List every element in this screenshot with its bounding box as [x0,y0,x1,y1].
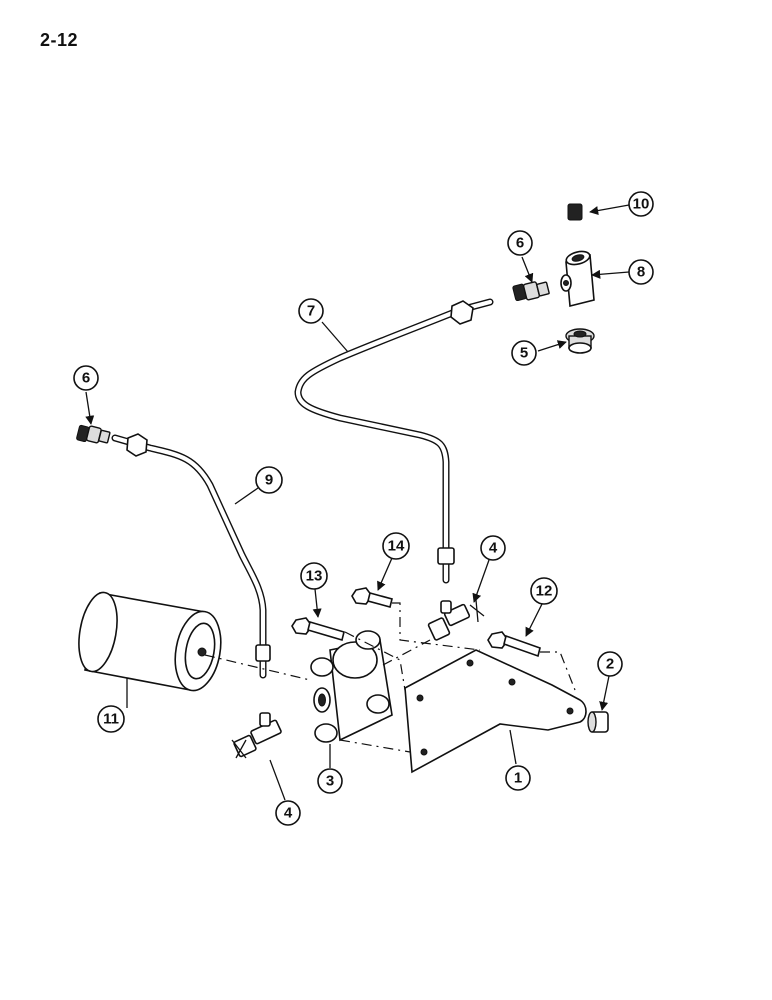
fuel-pipe-10 [111,433,271,679]
callout-4-upper: 4 [480,535,506,561]
callout-6-right: 6 [507,230,533,256]
callout-label: 6 [516,235,524,252]
callout-label: 5 [520,345,528,362]
mounting-bracket-1 [404,649,587,774]
callout-label: 1 [514,770,522,787]
callout-5: 5 [511,340,537,366]
callout-9: 10 [628,191,654,217]
tee-fitting-8 [560,250,595,308]
callout-label: 6 [82,370,90,387]
callout-label: 13 [306,568,323,585]
callout-8: 8 [628,259,654,285]
callout-label: 9 [265,472,273,489]
bolt-13 [351,587,393,608]
callout-label: 4 [284,805,293,822]
callout-14: 13 [300,562,328,590]
callout-7: 7 [298,298,324,324]
callout-11: 11 [97,705,125,733]
callout-label: 14 [388,538,405,555]
leader-lines [85,204,630,801]
callout-4-lower: 4 [275,800,301,826]
callout-label: 3 [326,773,334,790]
plug-9 [567,203,583,221]
callout-label: 12 [536,583,553,600]
callout-10: 9 [255,466,283,494]
callout-label: 2 [606,656,614,673]
callout-13: 14 [382,532,410,560]
callout-1: 1 [505,765,531,791]
fitting-6-right [512,281,550,302]
assembly-centre-lines [204,602,576,753]
callout-2: 2 [597,651,623,677]
callout-label: 11 [103,711,119,728]
fitting-6-left [76,424,111,444]
fuel-filter [78,591,222,692]
callout-3: 3 [317,768,343,794]
callout-label: 8 [637,264,645,281]
adapter-5 [565,328,595,354]
callout-12: 12 [530,577,558,605]
callout-label: 7 [307,303,315,320]
bolt-14 [291,617,345,642]
elbow-fitting-4-lower [231,712,282,759]
callout-label: 10 [633,196,650,213]
filter-head-3 [310,630,393,743]
elbow-fitting-4-upper [427,599,485,641]
page-number: 2-12 [40,30,79,50]
callout-6-left: 6 [73,365,99,391]
bolt-12 [487,631,541,658]
fuel-pipe-7 [294,298,494,584]
callout-label: 4 [489,540,498,557]
spacer-2 [587,711,609,733]
